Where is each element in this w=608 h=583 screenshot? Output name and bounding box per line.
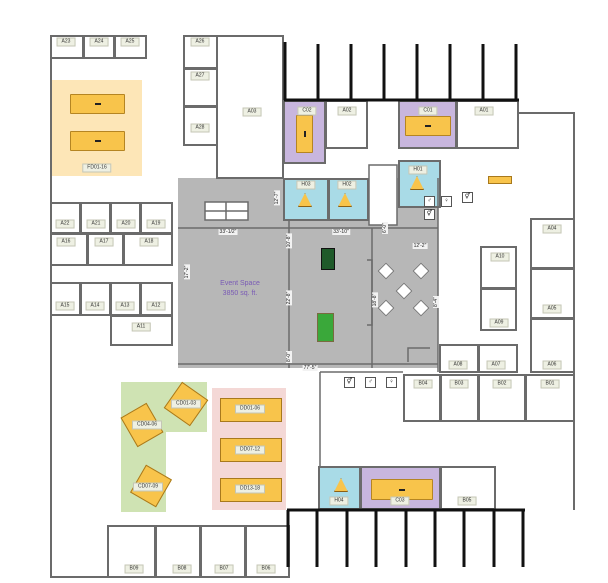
room-label: A19 [146,219,166,229]
room-label: B09 [124,564,144,574]
room-label: C03 [390,496,410,506]
room-label: A16 [56,237,76,247]
zone-label: CD04-06 [131,420,163,430]
room-label: A17 [94,237,114,247]
room-label: H03 [296,180,316,190]
room-label: A02 [337,106,357,116]
zone-label: FD01-16 [82,163,112,173]
zone-label: CD07-09 [132,482,164,492]
room-label: B04 [413,379,433,389]
zone-label: DD01-06 [234,404,266,414]
restroom-icon: ⚥ [344,377,355,388]
table-shared-2 [70,131,125,151]
dimension: 33'-10" [332,229,350,235]
room-label: A15 [55,301,75,311]
zone-label: DD13-18 [234,484,266,494]
conference-table-C01 [405,116,451,136]
dimension: 77'-5" [302,365,318,371]
room-label: B05 [457,496,477,506]
room-label: A11 [131,322,151,332]
room-label: A20 [116,219,136,229]
room-label: A07 [486,360,506,370]
room-label: A18 [139,237,159,247]
room-A11[interactable] [110,315,173,346]
dimension: 6'-0" [382,222,388,234]
room-label: A23 [56,37,76,47]
dimension: 18'-8" [372,292,378,308]
room-label: B01 [540,379,560,389]
room-label: A03 [242,107,262,117]
room-A25[interactable] [114,35,147,59]
table-shared-1 [70,94,125,114]
room-A03[interactable] [216,35,284,179]
outer-right-wing [518,112,575,510]
room-label: A24 [89,37,109,47]
zone-label: DD07-12 [234,445,266,455]
restroom-icon: ⚥ [462,192,473,203]
dimension: 33'-1/2" [218,229,238,235]
room-label: A12 [146,301,166,311]
men-restroom-icon: ♂ [424,196,435,207]
dimension: 22'-8" [286,290,292,306]
men-restroom-icon: ♂ [365,377,376,388]
room-A09[interactable] [480,288,517,331]
room-label: A05 [542,304,562,314]
room-label: A13 [115,301,135,311]
room-A18[interactable] [123,233,173,266]
room-label: C01 [418,106,438,116]
room-label: B02 [492,379,512,389]
room-label: A06 [542,360,562,370]
room-label: A04 [542,224,562,234]
room-label: A26 [190,37,210,47]
room-label: A10 [490,252,510,262]
dimension: 12'-2" [412,243,428,249]
room-label: B03 [449,379,469,389]
room-label: B06 [256,564,276,574]
room-label: H04 [329,496,349,506]
zone-label: CD01-03 [170,399,202,409]
women-restroom-icon: ♀ [441,196,452,207]
room-label: A25 [120,37,140,47]
room-label: H01 [408,165,428,175]
dimension: 12'-7" [274,190,280,206]
women-restroom-icon: ♀ [386,377,397,388]
room-label: B08 [172,564,192,574]
foosball-table-icon [321,248,335,270]
room-label: A08 [448,360,468,370]
dimension: 17'-2" [184,264,190,280]
pool-table-icon [317,313,334,342]
dimension: 8'-4" [433,296,439,308]
reception-desk [488,176,512,184]
dimension: 10'-8" [286,233,292,249]
room-label: A27 [190,71,210,81]
room-label: A09 [489,318,509,328]
dimension: 8'-0" [286,351,292,363]
restroom-icon: ⚥ [424,209,435,220]
conference-table-C02 [296,115,313,153]
room-label: A28 [190,123,210,133]
room-label: A22 [55,219,75,229]
room-label: H02 [337,180,357,190]
event-space-area: 3850 sq. ft. [222,290,258,297]
room-label: A14 [85,301,105,311]
room-A07[interactable] [478,344,518,373]
room-label: A21 [86,219,106,229]
room-label: A01 [474,106,494,116]
room-label: C02 [297,106,317,116]
room-label: B07 [214,564,234,574]
event-space-title: Event Space [220,280,260,287]
